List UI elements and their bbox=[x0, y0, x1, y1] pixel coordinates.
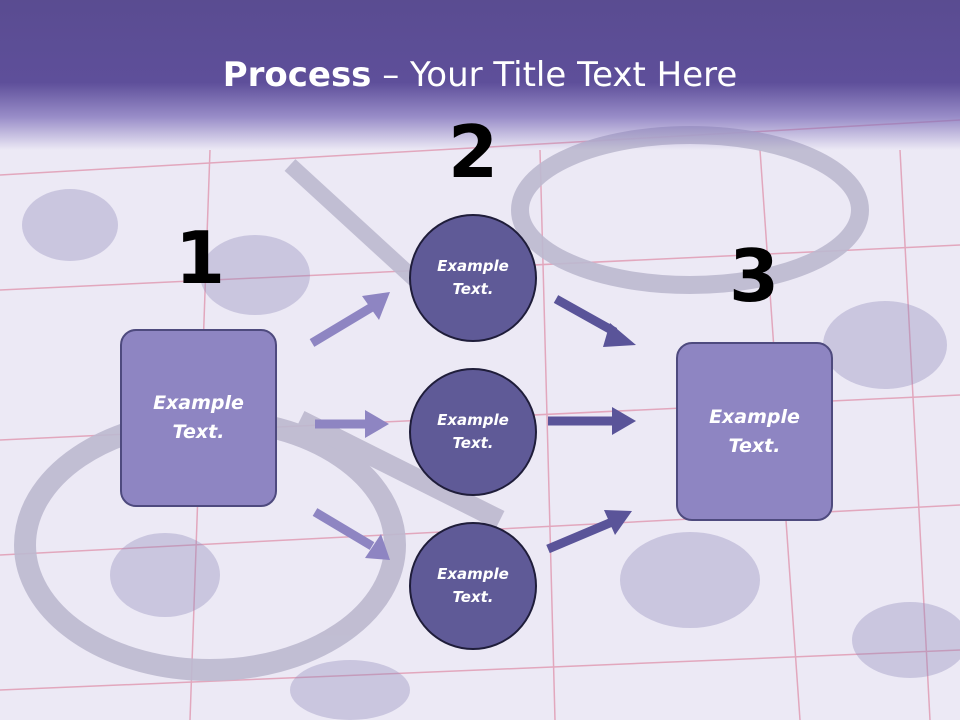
title-bold: Process bbox=[222, 55, 372, 95]
left-box-text: Example Text. bbox=[153, 392, 244, 443]
title-bar bbox=[0, 0, 960, 150]
circle-bottom-text: Example Text. bbox=[437, 565, 509, 606]
right-box-text: Example Text. bbox=[709, 405, 800, 457]
left-box: Example Text. bbox=[120, 329, 277, 507]
circle-middle-text: Example Text. bbox=[437, 411, 509, 452]
arrow-top-to-right bbox=[553, 295, 636, 347]
step-number-1: 1 bbox=[174, 216, 226, 300]
arrow-left-to-bottom bbox=[312, 508, 390, 560]
circle-middle: Example Text. bbox=[409, 368, 537, 496]
left-arrow-group bbox=[309, 292, 390, 560]
arrow-left-to-middle bbox=[315, 410, 389, 438]
arrow-bottom-to-right bbox=[546, 510, 632, 554]
arrow-middle-to-right bbox=[548, 407, 636, 435]
arrow-left-to-top bbox=[309, 292, 390, 347]
circle-bottom: Example Text. bbox=[409, 522, 537, 650]
right-arrow-group bbox=[546, 295, 636, 554]
title-rest: – Your Title Text Here bbox=[371, 55, 738, 95]
circle-top-text: Example Text. bbox=[437, 257, 509, 298]
step-number-3: 3 bbox=[728, 234, 780, 318]
step-number-2: 2 bbox=[447, 110, 499, 194]
circle-top: Example Text. bbox=[409, 214, 537, 342]
right-box: Example Text. bbox=[676, 342, 833, 521]
slide-title: Process – Your Title Text Here bbox=[0, 52, 960, 98]
